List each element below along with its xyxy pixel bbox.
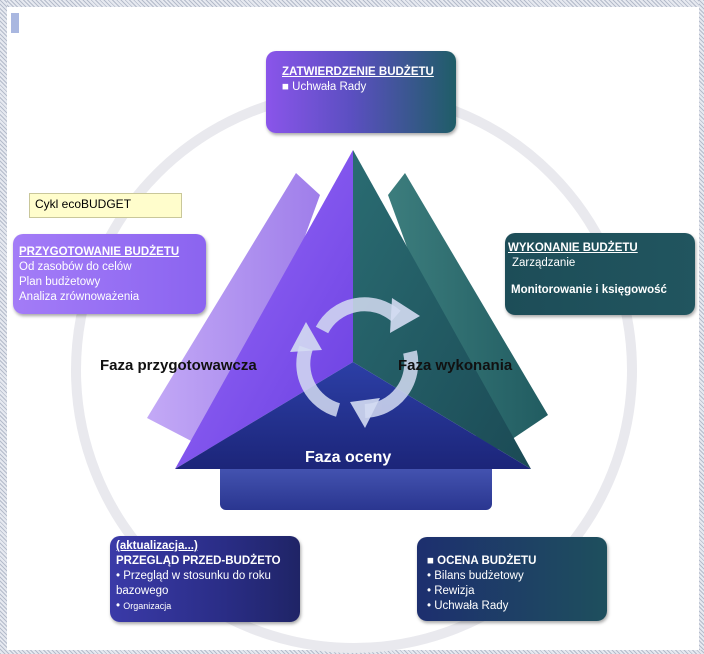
bottom-slab: [220, 458, 492, 510]
frame-border-top: [0, 0, 704, 7]
frame-border-right: [699, 0, 704, 654]
pre-budget-review-line: bazowego: [116, 585, 169, 597]
right-face: [353, 150, 531, 469]
budget-approval-title: ZATWIERDZENIE BUDŻETU: [282, 66, 434, 78]
arrow-head-1: [390, 298, 420, 333]
cycle-arrows-icon: [296, 297, 419, 418]
budget-preparation-title: PRZYGOTOWANIE BUDŻETU: [19, 246, 180, 258]
budget-evaluation-line: • Uchwała Rady: [427, 600, 509, 612]
right-slab: [388, 173, 548, 458]
pre-budget-review-box: (aktualizacja...) PRZEGLĄD PRZED-BUDŻETO…: [110, 536, 300, 622]
budget-execution-bold-line: Monitorowanie i księgowość: [511, 284, 667, 296]
budget-execution-line: Zarządzanie: [512, 257, 576, 269]
pre-budget-review-line: • Przegląd w stosunku do roku: [116, 570, 271, 582]
budget-preparation-line: Analiza zrównoważenia: [19, 291, 140, 303]
budget-preparation-line: Plan budżetowy: [19, 276, 101, 288]
arrow-head-3: [290, 322, 322, 352]
budget-approval-box: ZATWIERDZENIE BUDŻETU ■ Uchwała Rady: [266, 51, 456, 133]
budget-execution-box: WYKONANIE BUDŻETU Zarządzanie Monitorowa…: [505, 233, 695, 315]
accent-bar: [11, 13, 19, 33]
phase-execution-label: Faza wykonania: [398, 357, 513, 374]
frame-border-left: [0, 0, 7, 654]
budget-evaluation-line: • Rewizja: [427, 585, 475, 597]
pre-budget-review-small-line: Organizacja: [123, 601, 172, 611]
pre-budget-review-title: PRZEGLĄD PRZED-BUDŻETO: [116, 555, 281, 567]
budget-preparation-line: Od zasobów do celów: [19, 261, 132, 273]
left-face: [175, 150, 353, 469]
phase-evaluation-label: Faza oceny: [305, 449, 392, 466]
phase-preparation-label: Faza przygotowawcza: [100, 357, 257, 374]
bottom-face: [175, 362, 531, 469]
budget-preparation-box: PRZYGOTOWANIE BUDŻETU Od zasobów do celó…: [13, 234, 206, 314]
budget-evaluation-title: ■ OCENA BUDŻETU: [427, 555, 537, 567]
cycle-note: Cykl ecoBUDGET: [29, 193, 182, 218]
budget-evaluation-line: • Bilans budżetowy: [427, 570, 524, 582]
budget-evaluation-box: ■ OCENA BUDŻETU • Bilans budżetowy • Rew…: [417, 537, 607, 621]
pre-budget-review-bullet: •: [116, 600, 121, 612]
arrow-head-2: [350, 398, 380, 428]
pre-budget-review-update: (aktualizacja...): [116, 540, 198, 552]
budget-approval-line: ■ Uchwała Rady: [282, 81, 367, 93]
left-slab: [147, 173, 320, 458]
budget-execution-title: WYKONANIE BUDŻETU: [508, 242, 638, 254]
